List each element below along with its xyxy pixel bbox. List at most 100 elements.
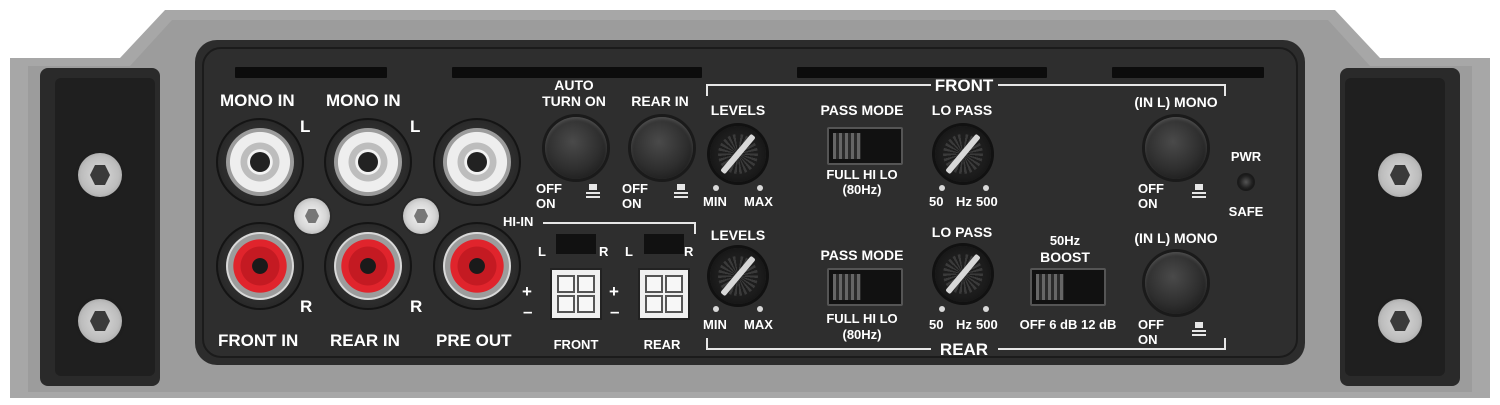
on-label: ON bbox=[536, 196, 556, 211]
min-marker-icon bbox=[939, 306, 945, 312]
vent-slot bbox=[235, 67, 387, 78]
front-section-bracket bbox=[706, 84, 931, 86]
front-section-label: FRONT bbox=[934, 76, 994, 95]
rear-levels-min: MIN bbox=[703, 317, 727, 332]
hi-in-rear-clip bbox=[644, 234, 684, 254]
channel-r-label: R bbox=[410, 297, 423, 316]
off-label: OFF bbox=[1138, 317, 1164, 332]
boost-freq-label: 50Hz bbox=[1049, 233, 1081, 248]
switch-position-icon bbox=[586, 184, 600, 198]
on-label: ON bbox=[1138, 332, 1158, 347]
vent-slot bbox=[452, 67, 702, 78]
auto-turn-on-label: AUTO bbox=[554, 77, 594, 93]
off-label: OFF bbox=[536, 181, 562, 196]
front-lo-pass-hz: Hz bbox=[956, 194, 972, 209]
min-marker-icon bbox=[939, 185, 945, 191]
rear-pass-mode-label: PASS MODE bbox=[820, 247, 904, 263]
mono-in-label: MONO IN bbox=[326, 91, 401, 110]
front-in-r-jack[interactable] bbox=[216, 222, 304, 310]
plus-label: + bbox=[609, 282, 619, 301]
mounting-bolt-icon bbox=[78, 153, 122, 197]
boost-values-label: OFF 6 dB 12 dB bbox=[1019, 317, 1117, 332]
front-pass-mode-switch[interactable] bbox=[827, 127, 903, 165]
bass-boost-switch[interactable] bbox=[1030, 268, 1106, 306]
hi-in-front-connector[interactable] bbox=[550, 268, 602, 320]
plus-label: + bbox=[522, 282, 532, 301]
max-marker-icon bbox=[757, 185, 763, 191]
rear-mono-label: (IN L) MONO bbox=[1134, 230, 1218, 246]
min-marker-icon bbox=[713, 306, 719, 312]
rear-in-r-jack[interactable] bbox=[324, 222, 412, 310]
rear-pass-mode-freq: (80Hz) bbox=[842, 327, 882, 342]
rear-levels-knob[interactable] bbox=[710, 248, 766, 304]
mono-in-rear-l-jack[interactable] bbox=[324, 118, 412, 206]
on-label: ON bbox=[1138, 196, 1158, 211]
hi-in-label: HI-IN bbox=[503, 214, 534, 229]
hi-in-divider bbox=[543, 222, 695, 224]
channel-l-label: L bbox=[300, 117, 311, 136]
front-levels-label: LEVELS bbox=[710, 102, 766, 118]
minus-label: – bbox=[610, 302, 620, 321]
screw-icon bbox=[403, 198, 439, 234]
rear-section-bracket bbox=[706, 338, 708, 350]
hi-in-l-label: L bbox=[625, 244, 633, 259]
front-section-bracket bbox=[706, 84, 708, 96]
hi-in-rear-label: REAR bbox=[643, 337, 681, 352]
front-mono-button[interactable] bbox=[1145, 117, 1207, 179]
rear-section-bracket bbox=[1224, 338, 1226, 350]
front-lo-pass-knob[interactable] bbox=[935, 126, 991, 182]
front-lo-pass-50: 50 bbox=[929, 194, 944, 209]
front-pass-mode-options: FULL HI LO bbox=[826, 167, 898, 182]
switch-position-icon bbox=[1192, 322, 1206, 336]
rear-in-button-label: REAR IN bbox=[631, 93, 689, 109]
rear-section-bracket bbox=[998, 348, 1226, 350]
hi-in-l-label: L bbox=[538, 244, 546, 259]
front-pass-mode-freq: (80Hz) bbox=[842, 182, 882, 197]
switch-position-icon bbox=[674, 184, 688, 198]
rear-lo-pass-500: 500 bbox=[976, 317, 998, 332]
auto-turn-on-label: TURN ON bbox=[542, 93, 606, 109]
mono-in-front-l-jack[interactable] bbox=[216, 118, 304, 206]
front-levels-min: MIN bbox=[703, 194, 727, 209]
safe-label: SAFE bbox=[1228, 204, 1264, 219]
max-marker-icon bbox=[983, 185, 989, 191]
min-marker-icon bbox=[713, 185, 719, 191]
rear-lo-pass-knob[interactable] bbox=[935, 246, 991, 302]
front-in-label: FRONT IN bbox=[218, 331, 299, 350]
pre-out-label: PRE OUT bbox=[436, 331, 512, 350]
hi-in-r-label: R bbox=[684, 244, 694, 259]
pre-out-r-jack[interactable] bbox=[433, 222, 521, 310]
front-levels-knob[interactable] bbox=[710, 126, 766, 182]
max-marker-icon bbox=[983, 306, 989, 312]
rear-pass-mode-options: FULL HI LO bbox=[826, 311, 898, 326]
off-label: OFF bbox=[622, 181, 648, 196]
switch-position-icon bbox=[1192, 184, 1206, 198]
front-mono-label: (IN L) MONO bbox=[1134, 94, 1218, 110]
rear-mono-button[interactable] bbox=[1145, 252, 1207, 314]
front-levels-max: MAX bbox=[744, 194, 773, 209]
rear-levels-label: LEVELS bbox=[710, 227, 766, 243]
mounting-bolt-icon bbox=[78, 299, 122, 343]
vent-slot bbox=[1112, 67, 1264, 78]
minus-label: – bbox=[523, 302, 533, 321]
auto-turn-on-button[interactable] bbox=[545, 117, 607, 179]
off-label: OFF bbox=[1138, 181, 1164, 196]
mounting-bolt-icon bbox=[1378, 153, 1422, 197]
rear-pass-mode-switch[interactable] bbox=[827, 268, 903, 306]
power-led-icon bbox=[1239, 175, 1253, 189]
front-lo-pass-500: 500 bbox=[976, 194, 998, 209]
boost-label: BOOST bbox=[1040, 249, 1090, 265]
hi-in-divider bbox=[694, 222, 696, 234]
pwr-label: PWR bbox=[1230, 149, 1262, 164]
rear-in-label: REAR IN bbox=[330, 331, 400, 350]
mono-in-label: MONO IN bbox=[220, 91, 295, 110]
hi-in-rear-connector[interactable] bbox=[638, 268, 690, 320]
rear-in-button[interactable] bbox=[631, 117, 693, 179]
pre-out-l-jack[interactable] bbox=[433, 118, 521, 206]
channel-l-label: L bbox=[410, 117, 421, 136]
rear-lo-pass-50: 50 bbox=[929, 317, 944, 332]
max-marker-icon bbox=[757, 306, 763, 312]
front-pass-mode-label: PASS MODE bbox=[820, 102, 904, 118]
hi-in-front-clip bbox=[556, 234, 596, 254]
hi-in-r-label: R bbox=[599, 244, 609, 259]
